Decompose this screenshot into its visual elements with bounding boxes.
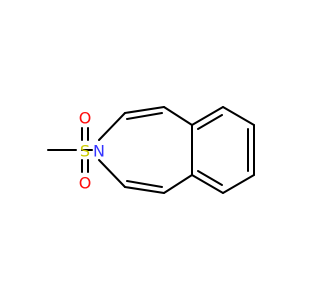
- bond-c3a-c6: [191, 106, 224, 126]
- molecule-diagram: N S O O: [47, 106, 255, 194]
- bond-c9-c5a: [191, 174, 224, 194]
- atom-label-sulfur: S: [80, 142, 90, 161]
- bond-c5-c5a: [163, 174, 193, 194]
- bond-c4-c5-inner: [126, 180, 163, 188]
- atom-label-oxygen-bottom: O: [79, 174, 92, 193]
- structure-canvas: N S O O: [47, 106, 255, 194]
- bond-c3a-c6-inner: [197, 114, 223, 130]
- bond-n-c2: [98, 112, 126, 141]
- bond-c2-c3: [124, 106, 165, 114]
- bond-n-c4: [98, 159, 126, 188]
- atom-label-oxygen-top: O: [79, 109, 92, 128]
- atom-label-nitrogen: N: [93, 142, 105, 161]
- bond-c6-c7: [222, 106, 255, 126]
- bond-c4-c5: [124, 186, 165, 194]
- bond-c2-c3-inner: [126, 112, 163, 120]
- bond-c3-c3a: [163, 106, 193, 126]
- bond-c9-c5a-inner: [197, 170, 223, 186]
- bond-c8-c9: [222, 174, 255, 194]
